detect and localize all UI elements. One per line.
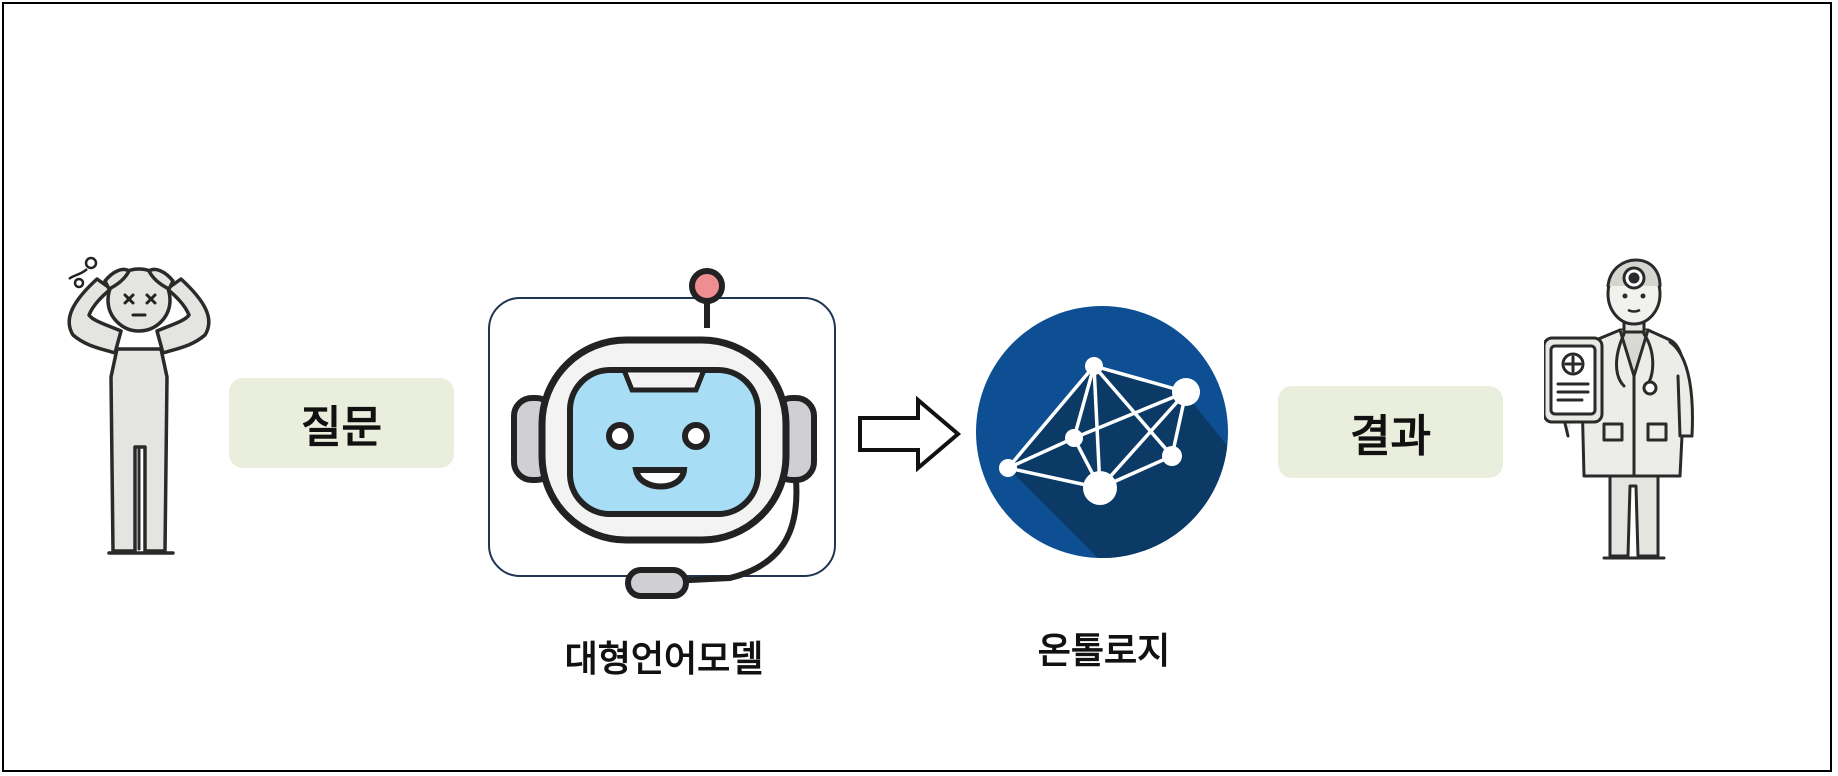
question-label: 질문 (301, 402, 382, 453)
ontology-label: 온톨로지 (1037, 631, 1171, 672)
doctor-tablet-icon (1544, 256, 1714, 566)
result-box: 결과 (1278, 386, 1503, 478)
confused-person-icon (59, 249, 219, 564)
result-label: 결과 (1350, 411, 1431, 462)
question-box: 질문 (229, 378, 454, 468)
network-graph-icon (974, 304, 1230, 560)
right-arrow-icon (856, 396, 966, 472)
robot-headset-icon (500, 266, 828, 606)
llm-label: 대형언어모델 (564, 639, 764, 680)
